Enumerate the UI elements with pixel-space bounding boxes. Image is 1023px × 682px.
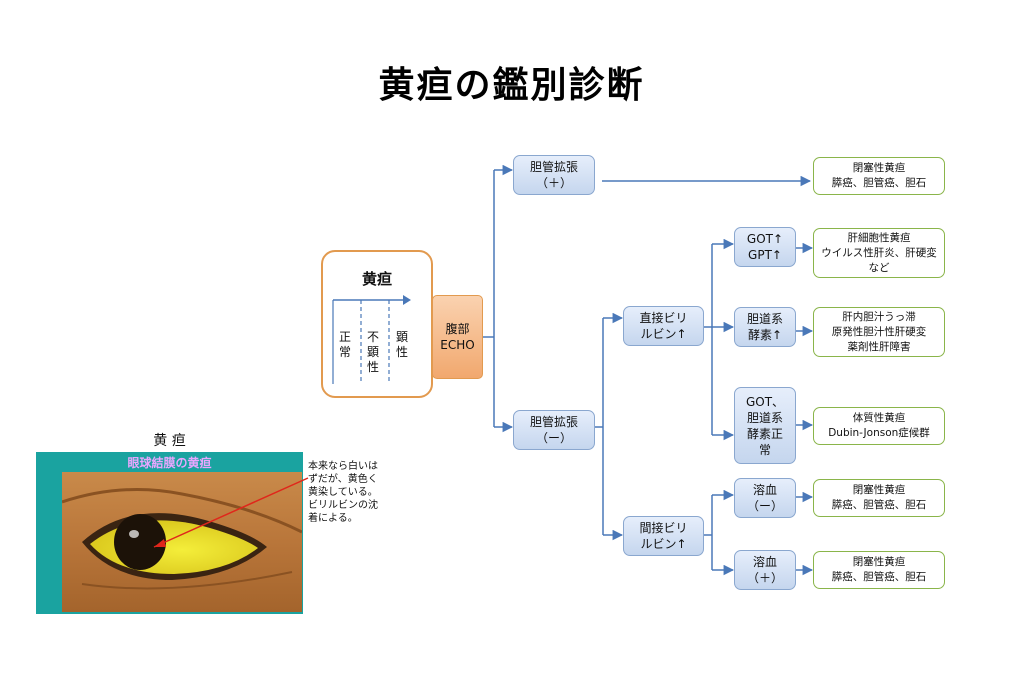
node-hemolysis-minus: 溶血 （ー） [734, 478, 796, 518]
jaundice-scale-lines [332, 295, 411, 384]
label-subclinical: 不 顕 性 [366, 330, 379, 374]
result-intrahepatic-cholestasis: 肝内胆汁うっ滞 原発性胆汁性肝硬変 薬剤性肝障害 [813, 307, 945, 357]
eye-photo [62, 472, 302, 612]
node-hemolysis-plus: 溶血 （＋） [734, 550, 796, 590]
result-obstructive-1: 閉塞性黄疸 膵癌、胆管癌、胆石 [813, 157, 945, 195]
result-obstructive-3: 閉塞性黄疸 膵癌、胆管癌、胆石 [813, 551, 945, 589]
photo-caption: 黄 疸 [153, 433, 186, 449]
node-direct-bilirubin: 直接ビリ ルビン↑ [623, 306, 704, 346]
result-obstructive-2: 閉塞性黄疸 膵癌、胆管癌、胆石 [813, 479, 945, 517]
node-duct-dilated-plus: 胆管拡張 （＋） [513, 155, 595, 195]
node-got-gpt: GOT↑ GPT↑ [734, 227, 796, 267]
jaundice-box: 黄疸 正 常 不 顕 性 顕 性 [321, 250, 433, 398]
node-got-biliary-normal: GOT、 胆道系 酵素正 常 [734, 387, 796, 464]
label-overt: 顕 性 [395, 330, 408, 359]
photo-annotation: 本来なら白いは ずだが、黄色く 黄染している。 ビリルビンの沈 着による。 [308, 461, 378, 524]
abdominal-echo-box: 腹部 ECHO [432, 295, 483, 379]
label-normal: 正 常 [338, 330, 351, 359]
node-indirect-bilirubin: 間接ビリ ルビン↑ [623, 516, 704, 556]
jaundice-heading: 黄疸 [361, 270, 392, 288]
node-duct-dilated-minus: 胆管拡張 （ー） [513, 410, 595, 450]
eye-photo-frame: 眼球結膜の黄疸 [36, 452, 303, 614]
page-title: 黄疸の鑑別診断 [378, 65, 645, 106]
result-hepatocellular: 肝細胞性黄疸 ウイルス性肝炎、肝硬変 など [813, 228, 945, 278]
result-constitutional: 体質性黄疸 Dubin-Jonson症候群 [813, 407, 945, 445]
photo-banner: 眼球結膜の黄疸 [127, 456, 212, 470]
node-biliary-enzymes: 胆道系 酵素↑ [734, 307, 796, 347]
